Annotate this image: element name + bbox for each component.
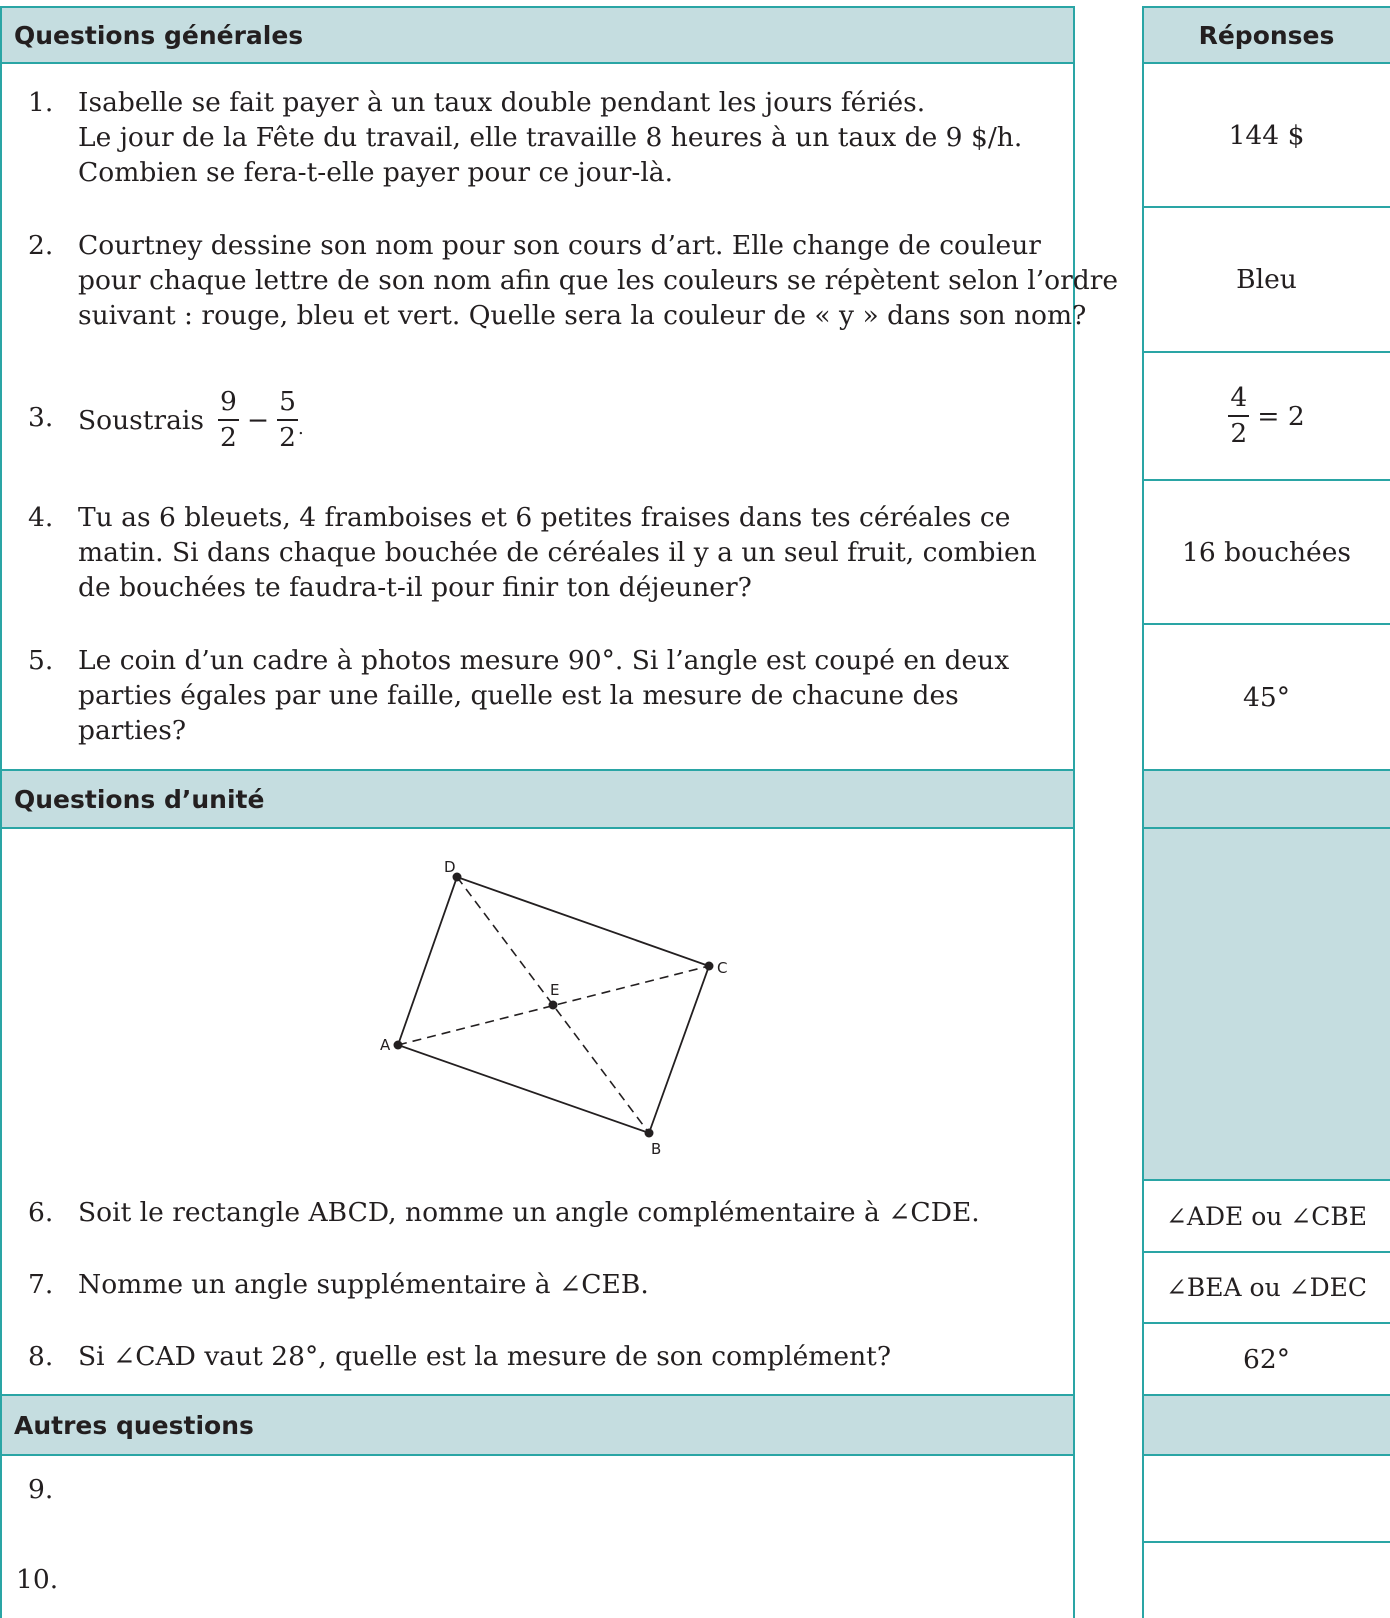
answer-result: = 2 [1257, 400, 1305, 432]
point-b [644, 1128, 654, 1138]
question-line: Le coin d’un cadre à photos mesure 90°. … [78, 645, 1010, 676]
answer-divider-7 [1142, 1251, 1390, 1253]
fraction-numerator: 4 [1228, 384, 1250, 417]
question-number: 5. [28, 645, 54, 676]
top-rule [0, 6, 1075, 8]
question-line: suivant : rouge, bleu et vert. Quelle se… [78, 300, 1087, 331]
question-number: 1. [28, 87, 54, 118]
fraction-denominator: 2 [279, 422, 296, 453]
question-line: de bouchées te faudra-t-il pour finir to… [78, 572, 752, 603]
unit-header-top-rule-answers [1142, 769, 1390, 771]
other-header-top-rule-answers [1142, 1394, 1390, 1396]
general-questions-header: Questions générales [0, 7, 1074, 63]
point-a [393, 1040, 403, 1050]
other-header-top-rule [0, 1394, 1075, 1396]
diagonal-ac [397, 965, 710, 1046]
unit-header-bottom-rule [0, 827, 1075, 829]
answer-8: 62° [1243, 1343, 1290, 1375]
minus-sign: − [246, 404, 270, 436]
question-number: 7. [28, 1269, 54, 1300]
other-header-bottom-rule [0, 1454, 1075, 1456]
question-line: Courtney dessine son nom pour son cours … [78, 230, 1041, 261]
question-line: parties? [78, 715, 187, 746]
label-e: E [550, 981, 559, 999]
question-text: Soustrais 9 2 − 5 2 . [78, 380, 304, 460]
question-line: pour chaque lettre de son nom afin que l… [78, 265, 1119, 296]
question-number: 9. [28, 1474, 54, 1505]
question-text: Soit le rectangle ABCD, nomme un angle c… [78, 1197, 980, 1228]
question-suffix: . [297, 418, 304, 439]
top-rule-answers [1142, 6, 1390, 8]
fraction-denominator: 2 [219, 422, 237, 453]
unit-answers-header-cell [1143, 770, 1390, 828]
question-line: Isabelle se fait payer à un taux double … [78, 87, 926, 118]
label-d: D [444, 858, 456, 876]
fraction-numerator: 5 [277, 388, 298, 421]
question-number: 10. [16, 1564, 59, 1595]
question-number: 4. [28, 502, 54, 533]
point-c [704, 961, 714, 971]
unit-header-top-rule [0, 769, 1075, 771]
label-b: B [651, 1140, 661, 1158]
answer-6: ∠ADE ou ∠CBE [1165, 1201, 1368, 1231]
fraction-nine-halves: 9 2 [217, 388, 239, 453]
rectangle-diagram: A B C D E [380, 858, 727, 1158]
question-prefix: Soustrais [78, 404, 204, 436]
question-line: Tu as 6 bleuets, 4 framboises et 6 petit… [78, 502, 1011, 533]
question-number: 2. [28, 230, 54, 261]
fraction-denominator: 2 [1230, 418, 1248, 449]
answer-5: 45° [1243, 681, 1290, 713]
fraction-numerator: 9 [217, 388, 239, 421]
point-d [452, 872, 462, 882]
question-number: 6. [28, 1197, 54, 1228]
question-text: Nomme un angle supplémentaire à ∠CEB. [78, 1269, 649, 1300]
answer-divider-2 [1142, 351, 1390, 353]
answer-4: 16 bouchées [1181, 536, 1351, 568]
mid-rule [1073, 6, 1075, 1618]
answer-3: 4 2 = 2 [1143, 353, 1390, 479]
answer-1: 144 $ [1228, 119, 1305, 151]
diagonal-db [456, 876, 650, 1134]
answers-header: Réponses [1143, 7, 1390, 63]
other-header-bottom-rule-answers [1142, 1454, 1390, 1456]
unit-questions-title: Questions d’unité [14, 784, 265, 814]
answers-header-bottom-rule [1142, 62, 1390, 64]
unit-header-bottom-rule-answers [1142, 827, 1390, 829]
answer-2: Bleu [1236, 264, 1297, 295]
question-line: parties égales par une faille, quelle es… [78, 680, 959, 711]
general-questions-title: Questions générales [14, 20, 304, 50]
answer-divider-4 [1142, 623, 1390, 625]
unit-questions-header: Questions d’unité [0, 770, 1074, 828]
answer-divider-9 [1142, 1541, 1390, 1543]
answer-divider-8 [1142, 1322, 1390, 1324]
answer-divider-3 [1142, 479, 1390, 481]
answer-divider-6 [1142, 1179, 1390, 1181]
question-text: Si ∠CAD vaut 28°, quelle est la mesure d… [78, 1341, 892, 1372]
answers-left-rule [1142, 6, 1144, 1618]
answer-7: ∠BEA ou ∠DEC [1165, 1273, 1368, 1302]
other-questions-title: Autres questions [14, 1410, 254, 1440]
answer-divider-1 [1142, 206, 1390, 208]
other-answers-header-cell [1143, 1395, 1390, 1455]
label-c: C [717, 959, 727, 977]
answers-title: Réponses [1198, 20, 1335, 50]
question-text: Tu as 6 bleuets, 4 framboises et 6 petit… [78, 500, 1037, 605]
other-questions-header: Autres questions [0, 1395, 1074, 1455]
general-header-bottom-rule [0, 62, 1075, 64]
diagram-answer-cell [1143, 828, 1390, 1180]
question-text: Courtney dessine son nom pour son cours … [78, 228, 1118, 333]
fraction-five-halves: 5 2 [277, 388, 298, 453]
question-line: Le jour de la Fête du travail, elle trav… [78, 122, 1023, 153]
question-line: matin. Si dans chaque bouchée de céréale… [78, 537, 1037, 568]
point-e [548, 1000, 558, 1010]
answer-fraction: 4 2 [1228, 384, 1250, 449]
question-line: Combien se fera-t-elle payer pour ce jou… [78, 157, 674, 188]
question-number: 8. [28, 1341, 54, 1372]
left-rule [0, 6, 2, 1618]
question-text: Le coin d’un cadre à photos mesure 90°. … [78, 643, 1009, 748]
label-a: A [380, 1036, 391, 1054]
question-text: Isabelle se fait payer à un taux double … [78, 85, 1022, 190]
question-number: 3. [28, 402, 54, 433]
